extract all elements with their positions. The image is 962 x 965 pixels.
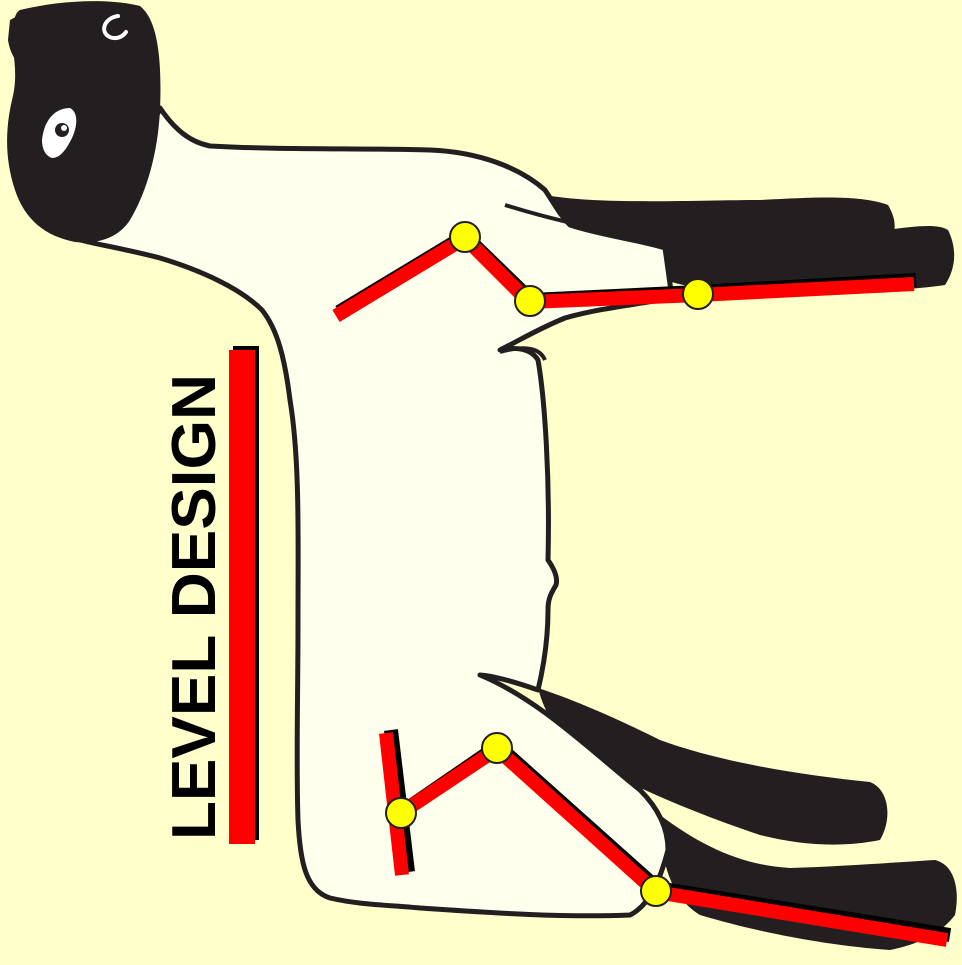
front-lower-leg-bone [529, 295, 698, 302]
page-title: LEVEL DESIGN [160, 374, 229, 840]
rear-joint-hip [386, 798, 416, 828]
front-joint-shoulder [450, 222, 480, 252]
front-joint-knee [683, 279, 713, 309]
rear-joint-hock [641, 876, 671, 906]
front-joint-elbow [515, 286, 545, 316]
rear-joint-knee [482, 733, 512, 763]
title-bar [229, 350, 255, 844]
